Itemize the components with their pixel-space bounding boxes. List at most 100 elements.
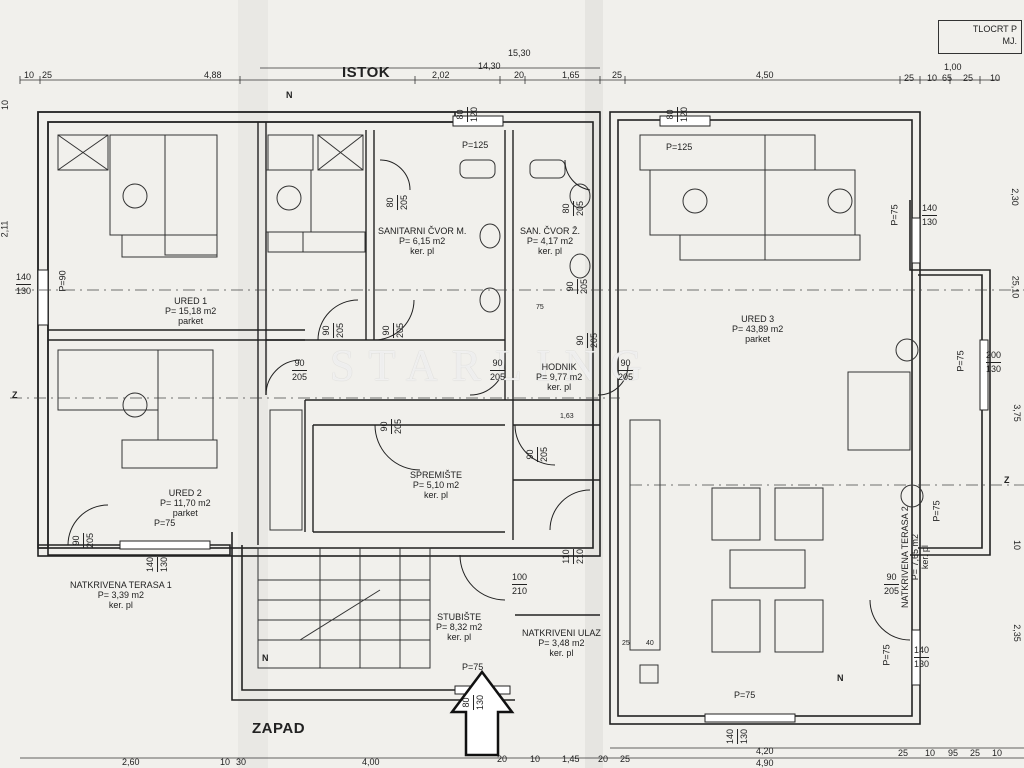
room-floor: ker. pl <box>538 246 563 256</box>
dim-bottom: 25 <box>898 748 909 758</box>
room-stubiste: STUBIŠTE P= 8,32 m2 ker. pl <box>436 612 482 642</box>
room-area: P= 3,48 m2 <box>538 638 585 648</box>
room-floor: ker. pl <box>549 648 574 658</box>
door-height: 205 <box>395 322 406 339</box>
door-width: 90 <box>294 358 305 368</box>
door-height: 205 <box>884 586 900 596</box>
window-width: 140 <box>145 556 156 573</box>
dim-bottom: 25 <box>970 748 981 758</box>
dim-right: 2,30 <box>1009 188 1020 206</box>
dim-top: 4,50 <box>756 70 774 80</box>
room-area: P= 7,65 m2 <box>910 534 920 581</box>
door-height: 205 <box>399 194 410 211</box>
dim-right: 10 <box>1012 539 1023 551</box>
dim-bottom: 4,00 <box>362 757 380 767</box>
door-width: 90 <box>620 358 631 368</box>
dim-bottom: 4,20 <box>756 746 774 756</box>
compass-west-label: ZAPAD <box>252 720 306 737</box>
window-height: 130 <box>739 728 750 745</box>
door-width: 110 <box>561 549 572 564</box>
title-block-line1: TLOCRT P <box>972 24 1017 34</box>
room-sanitarni-cvor-m: SANITARNI ČVOR M. P= 6,15 m2 ker. pl <box>378 226 466 256</box>
entrance-arrow-icon <box>449 669 515 757</box>
window-height: 120 <box>679 106 690 123</box>
dim-bottom: 25 <box>620 754 631 764</box>
door-height: 205 <box>292 372 308 382</box>
compass-north-mark: Z <box>12 390 18 400</box>
parapet-mark: P=125 <box>462 140 489 150</box>
dim-top: 2,02 <box>432 70 450 80</box>
room-natkriveni-ulaz: NATKRIVENI ULAZ P= 3,48 m2 ker. pl <box>522 628 601 658</box>
room-name: SANITARNI ČVOR M. <box>378 226 467 236</box>
window-width: 140 <box>922 203 938 213</box>
compass-south-mark: N <box>286 90 293 100</box>
window-height: 120 <box>469 106 480 123</box>
dim-bottom: 10 <box>530 754 541 764</box>
dim-top: 25 <box>42 70 53 80</box>
room-name: STUBIŠTE <box>437 612 482 622</box>
dim-left: 10 <box>0 99 11 111</box>
interior-walls <box>48 122 600 616</box>
dim-top: 1,65 <box>562 70 580 80</box>
window-width: 140 <box>16 272 32 282</box>
door-height: 205 <box>335 322 346 339</box>
door-width: 100 <box>512 572 528 582</box>
door-width: 90 <box>381 325 392 336</box>
small-dim-mark: 1,63 <box>560 413 574 420</box>
small-dim-mark: 75 <box>536 304 544 311</box>
room-name: SPREMIŠTE <box>410 470 463 480</box>
top-dimension-lines <box>19 67 1000 84</box>
parapet-mark: P=90 <box>57 270 68 292</box>
dim-top: 65 <box>942 73 953 83</box>
dim-overall: 15,30 <box>508 48 531 58</box>
room-area: P= 4,17 m2 <box>526 236 574 246</box>
window-width: 80 <box>455 109 466 120</box>
door-height: 205 <box>575 200 586 217</box>
door-width: 90 <box>321 325 332 336</box>
room-name: NATKRIVENI ULAZ <box>522 628 601 638</box>
dim-bottom: 2,60 <box>122 757 140 767</box>
parapet-mark: P=75 <box>462 662 484 672</box>
dim-bottom: 10 <box>925 748 936 758</box>
dim-top: 10 <box>24 70 35 80</box>
compass-south-mark: N <box>837 673 844 683</box>
dim-bottom: 4,90 <box>756 758 774 768</box>
window-height: 130 <box>475 694 486 711</box>
room-floor: parket <box>172 508 198 518</box>
dim-right-extra: 1,00 <box>944 62 962 72</box>
room-area: P= 5,10 m2 <box>412 480 460 490</box>
room-area: P= 15,18 m2 <box>165 306 217 316</box>
door-height: 205 <box>579 278 590 295</box>
door-width: 90 <box>565 281 576 292</box>
parapet-mark: P=75 <box>734 690 756 700</box>
compass-east-label: ISTOK <box>342 64 391 81</box>
room-floor: parket <box>745 334 771 344</box>
room-floor: ker. pl <box>424 490 449 500</box>
door-width: 90 <box>492 358 503 368</box>
room-spremiste: SPREMIŠTE P= 5,10 m2 ker. pl <box>410 470 462 500</box>
door-height: 205 <box>589 332 600 349</box>
room-name: URED 1 <box>174 296 208 306</box>
room-san-cvor-z: SAN. ČVOR Ž. P= 4,17 m2 ker. pl <box>520 226 580 256</box>
window-height: 130 <box>159 556 170 573</box>
window-height: 130 <box>986 364 1002 374</box>
room-name: HODNIK <box>541 362 577 372</box>
door-height: 205 <box>393 418 404 435</box>
room-area: P= 9,77 m2 <box>536 372 583 382</box>
door-swings <box>67 159 911 641</box>
dim-bottom: 30 <box>236 757 247 767</box>
room-floor: ker. pl <box>547 382 572 392</box>
room-hodnik: HODNIK P= 9,77 m2 ker. pl <box>536 362 582 392</box>
dim-bottom: 1,45 <box>562 754 580 764</box>
